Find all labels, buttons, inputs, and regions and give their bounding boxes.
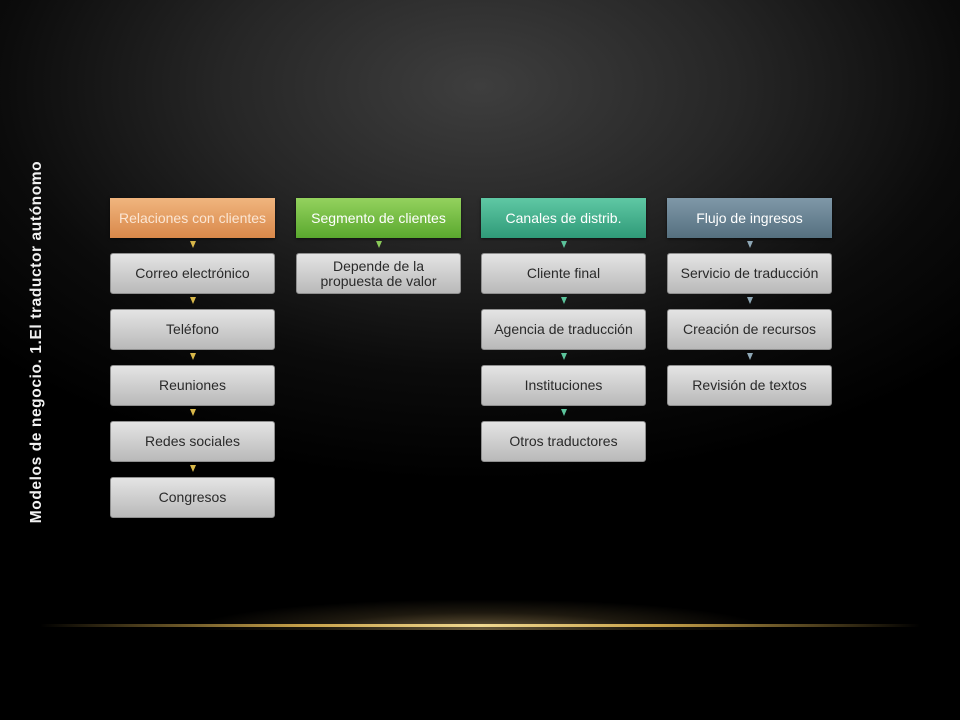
slide-title: Modelos de negocio. 1.El traductor autón… [28,160,45,524]
connector-arrow [110,294,275,309]
connector-arrow [667,350,832,365]
list-item: Reuniones [110,365,275,406]
list-item: Cliente final [481,253,646,294]
connector-arrow [667,238,832,253]
column-canales-de-distribucion: Canales de distrib. Cliente final Agenci… [481,198,646,462]
list-item: Creación de recursos [667,309,832,350]
list-item: Servicio de traducción [667,253,832,294]
column-segmento-de-clientes: Segmento de clientes Depende de la propu… [296,198,461,294]
list-item: Agencia de traducción [481,309,646,350]
column-flujo-de-ingresos: Flujo de ingresos Servicio de traducción… [667,198,832,406]
connector-arrow [481,350,646,365]
list-item: Otros traductores [481,421,646,462]
column-header: Relaciones con clientes [110,198,275,238]
connector-arrow [481,406,646,421]
gold-divider-line [40,624,920,627]
column-header: Segmento de clientes [296,198,461,238]
list-item: Revisión de textos [667,365,832,406]
connector-arrow [110,462,275,477]
list-item: Redes sociales [110,421,275,462]
connector-arrow [481,238,646,253]
list-item: Correo electrónico [110,253,275,294]
connector-arrow [110,350,275,365]
connector-arrow [296,238,461,253]
list-item: Congresos [110,477,275,518]
column-header: Canales de distrib. [481,198,646,238]
list-item: Depende de la propuesta de valor [296,253,461,294]
column-header: Flujo de ingresos [667,198,832,238]
floor-glow [120,560,840,630]
connector-arrow [667,294,832,309]
list-item: Instituciones [481,365,646,406]
column-relaciones-con-clientes: Relaciones con clientes Correo electróni… [110,198,275,518]
connector-arrow [110,406,275,421]
list-item: Teléfono [110,309,275,350]
connector-arrow [110,238,275,253]
connector-arrow [481,294,646,309]
